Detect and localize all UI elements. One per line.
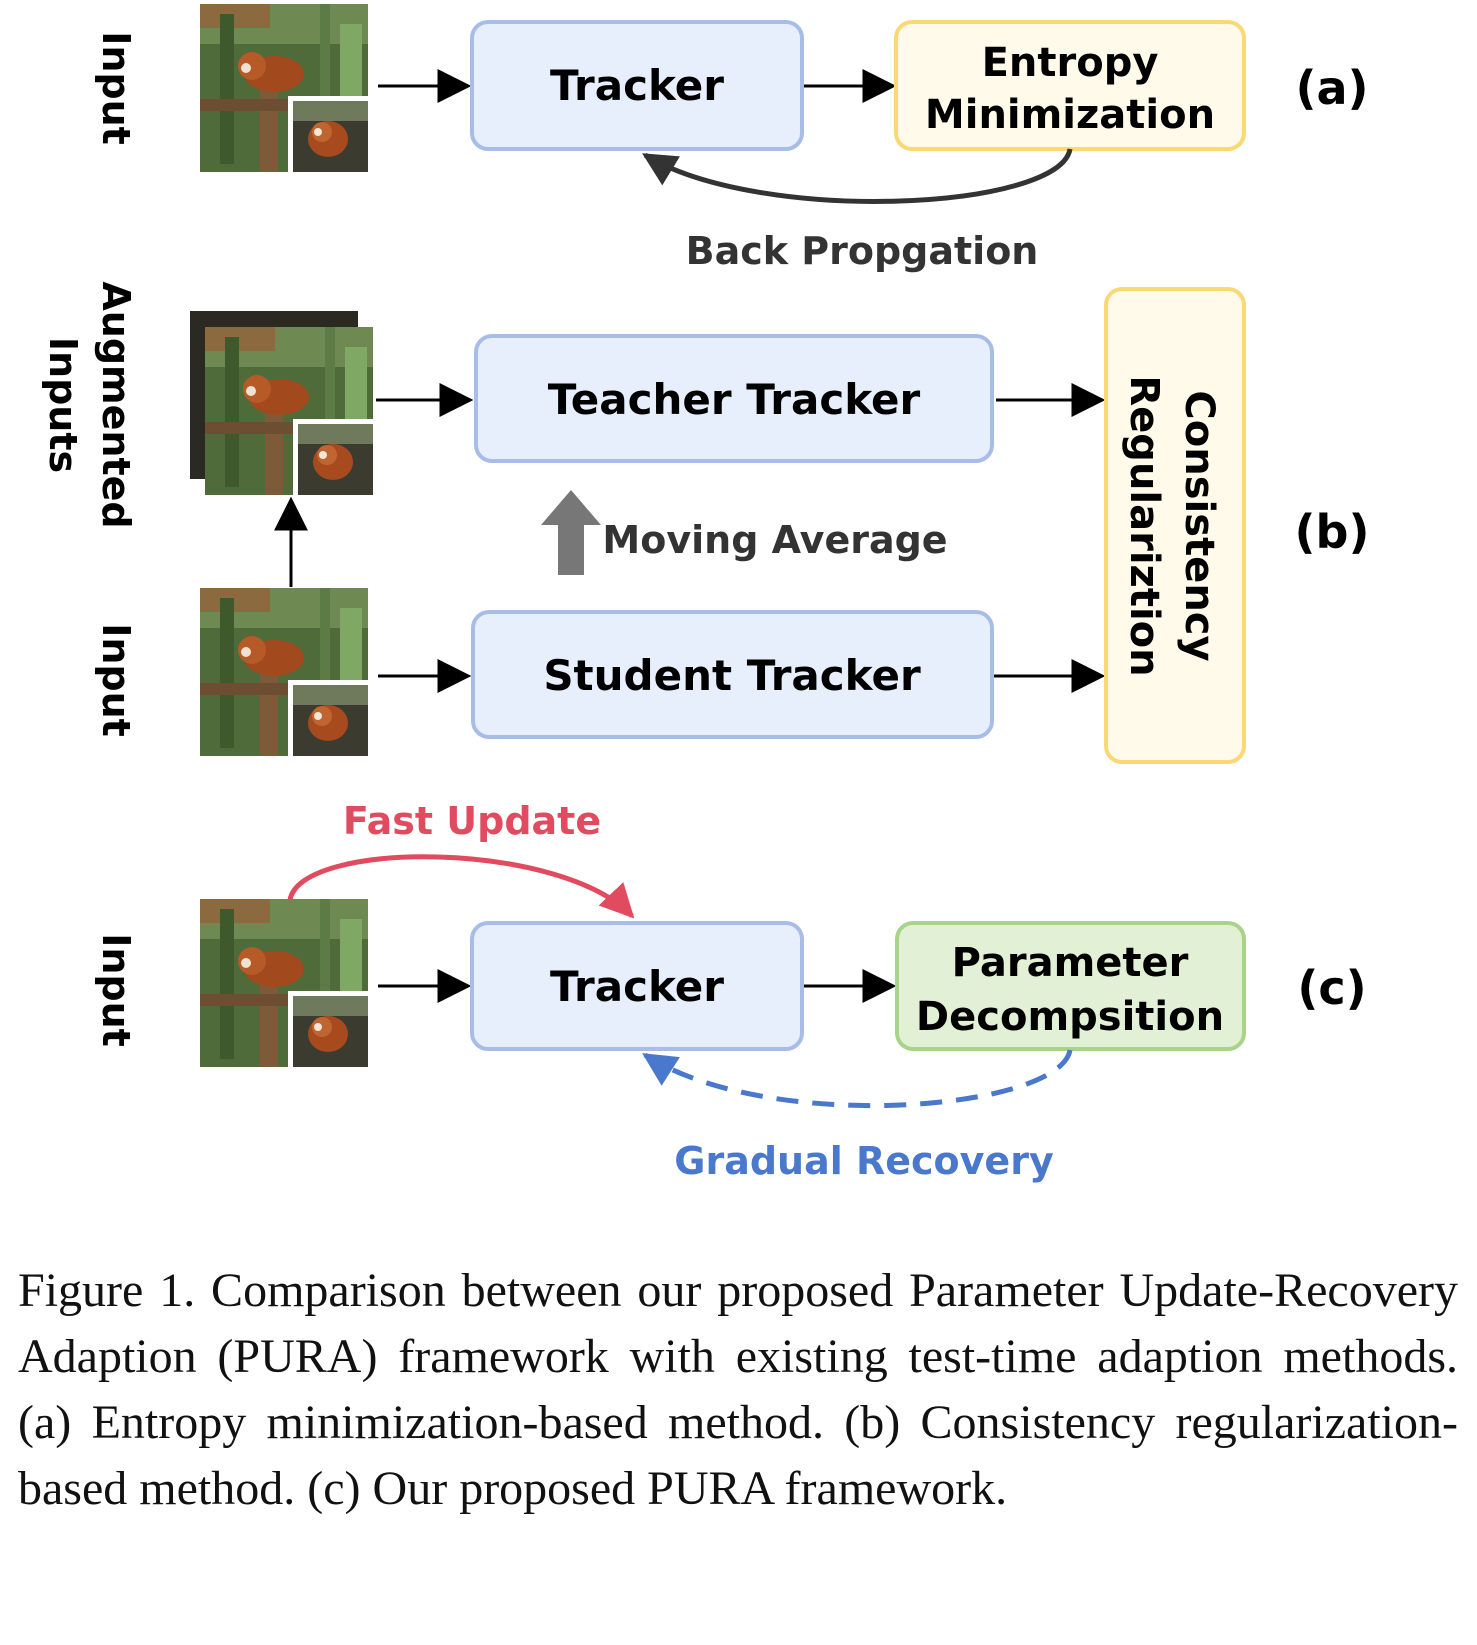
input-image-a: [200, 4, 368, 172]
panel-tag-a: (a): [1295, 61, 1368, 115]
input-image-c: [200, 899, 368, 1067]
gradual-recovery-label: Gradual Recovery: [674, 1139, 1054, 1183]
student-tracker-label: Student Tracker: [543, 651, 921, 700]
teacher-tracker-box: [474, 334, 994, 463]
fast-update-label: Fast Update: [343, 799, 601, 843]
augmented-line2: Inputs: [41, 337, 85, 473]
consistency-regularization-box: [1104, 287, 1246, 764]
consistency-line1: Consistency: [1176, 390, 1222, 661]
parameter-decomposition-box: [895, 921, 1246, 1051]
gradual-recovery-arrow: [642, 1049, 1073, 1109]
tracker-label-c: Tracker: [550, 962, 724, 1011]
fast-update-arrow: [287, 854, 635, 919]
panel-c: Fast Update Input Tracker Parameter Deco…: [94, 799, 1367, 1183]
decomposition-line1: Parameter: [952, 940, 1189, 986]
figure-caption: Figure 1. Comparison between our propose…: [18, 1264, 1458, 1515]
back-propagation-arrow: [642, 148, 1073, 204]
input-image-b: [200, 588, 368, 756]
panel-a: Input Tracker Entropy Minimization Back …: [94, 4, 1369, 273]
moving-average-label: Moving Average: [602, 518, 947, 562]
tracker-box-c: [470, 921, 804, 1051]
augmented-images: [190, 311, 373, 495]
decomposition-line2: Decompsition: [916, 994, 1224, 1040]
teacher-tracker-label: Teacher Tracker: [548, 375, 921, 424]
student-tracker-box: [471, 610, 994, 739]
panel-tag-b: (b): [1295, 505, 1370, 559]
panel-b: Augmented Inputs Teacher Tracker Moving …: [41, 281, 1370, 764]
input-label-a: Input: [94, 31, 138, 145]
panel-tag-c: (c): [1297, 961, 1366, 1015]
back-propagation-label: Back Propgation: [686, 229, 1039, 273]
augmented-line1: Augmented: [94, 281, 138, 528]
input-label-b: Input: [94, 623, 138, 737]
tracker-box-a: [470, 20, 804, 151]
entropy-line2: Minimization: [925, 92, 1215, 138]
entropy-line1: Entropy: [982, 40, 1159, 86]
moving-average-arrow: [541, 490, 601, 575]
framework-diagram: Input Tracker Entropy Minimization Back …: [41, 4, 1370, 1183]
tracker-label-a: Tracker: [550, 61, 724, 110]
input-label-c: Input: [94, 933, 138, 1047]
consistency-line2: Regulariztion: [1121, 375, 1167, 676]
